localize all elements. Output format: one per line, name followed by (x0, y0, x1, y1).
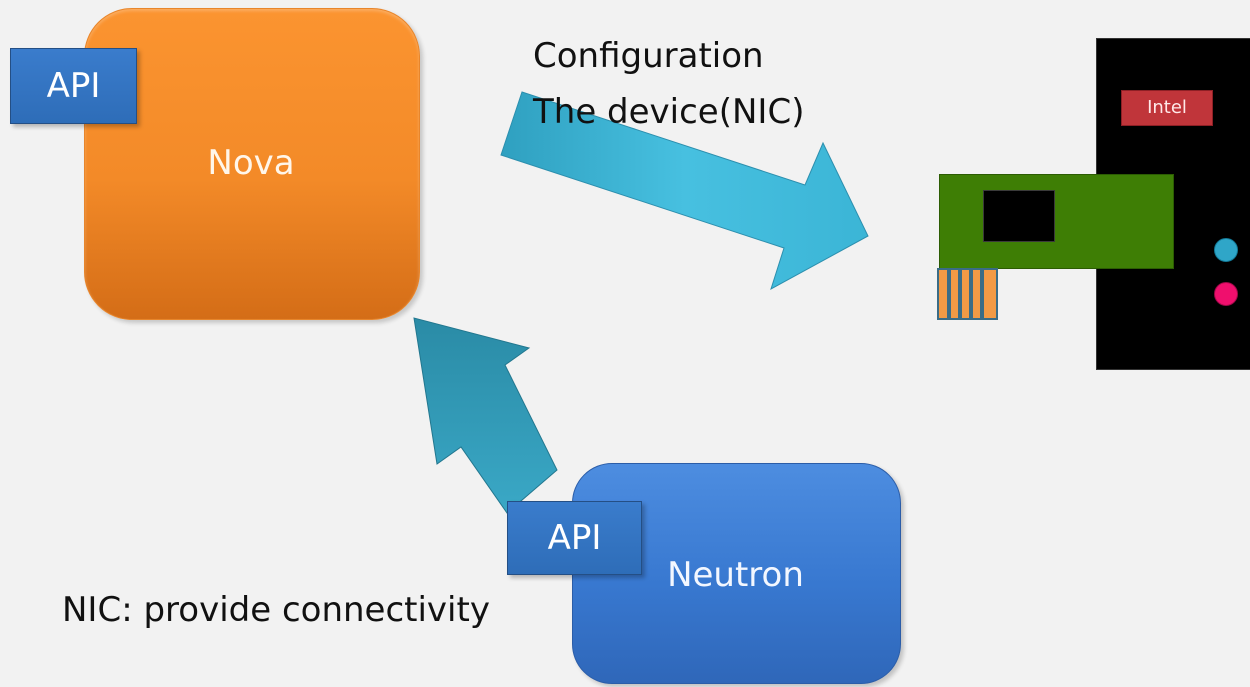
register-arrow (413, 317, 558, 514)
nova-block (84, 8, 420, 320)
nic-connector-pins (937, 268, 998, 320)
intel-badge: Intel (1121, 90, 1213, 126)
pin (980, 270, 984, 318)
config-arrow (500, 91, 869, 291)
neutron-api-badge: API (507, 501, 642, 575)
nova-label: Nova (207, 143, 295, 183)
neutron-label: Neutron (667, 555, 804, 595)
nic-card-icon (939, 174, 1174, 269)
led-pink-icon (1214, 282, 1238, 306)
nova-api-badge: API (10, 48, 137, 124)
nic-caption: NIC: provide connectivity (62, 590, 490, 630)
nic-chip (983, 190, 1055, 242)
led-blue-icon (1214, 238, 1238, 262)
pin (969, 270, 973, 318)
config-label-line2: The device(NIC) (533, 92, 805, 132)
config-label-line1: Configuration (533, 36, 764, 76)
pin (958, 270, 962, 318)
pin (947, 270, 951, 318)
